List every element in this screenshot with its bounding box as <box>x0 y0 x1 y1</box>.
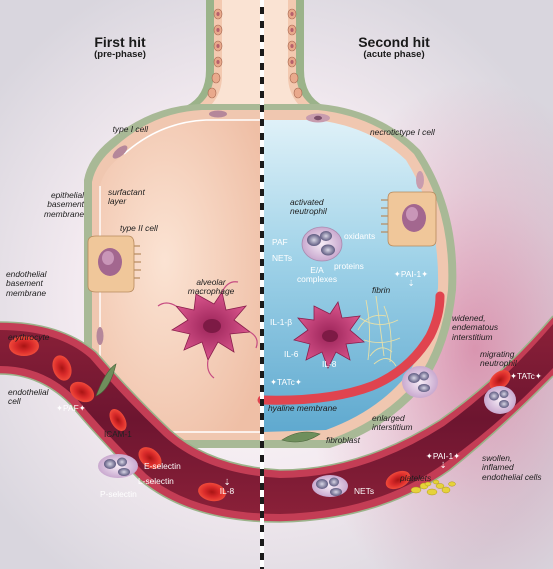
label-l-selectin: L-selectin <box>138 476 174 486</box>
label-epithelial-bm-line2: basement <box>47 199 84 210</box>
label-activated-neutrophil: activated neutrophil <box>290 197 327 217</box>
label-paf-right: PAF <box>272 237 288 247</box>
label-p-selectin: P-selectin <box>100 489 137 499</box>
label-epithelial-bm: epithelial basement membrane <box>10 190 84 219</box>
label-surfactant: surfactant layer <box>108 187 145 207</box>
type2-cell-right <box>381 191 437 247</box>
fibrin-threads <box>357 295 401 367</box>
first-hit-header: First hit (pre-phase) <box>70 34 170 61</box>
label-activated-neutrophil-line2: neutrophil <box>290 206 327 217</box>
macrophage-right <box>293 301 365 369</box>
label-il6: IL-6 <box>284 349 299 359</box>
first-hit-phase: (pre-phase) <box>94 49 146 61</box>
vessel-neutrophils <box>98 366 516 497</box>
type2-cell-left <box>87 235 141 293</box>
label-oxidants: oxidants <box>344 231 376 241</box>
erythrocytes <box>9 336 511 502</box>
label-endothelial-bm-line3: membrane <box>6 287 47 298</box>
hyaline-membrane <box>257 291 445 405</box>
label-tatc-vessel: ✦TATc✦ <box>510 371 542 381</box>
label-proteins: proteins <box>334 261 364 271</box>
label-endothelial-bm: endothelial basement membrane <box>6 269 47 298</box>
label-alveolar-macrophage: alveolar macrophage <box>178 277 244 297</box>
label-endothelial-cell-line2: cell <box>8 396 21 407</box>
label-enlarged-interstitium: enlarged interstitium <box>372 413 413 433</box>
label-pai1-alveolus-text: PAI-1 <box>400 269 422 279</box>
label-pai1-vessel-text: PAI-1 <box>432 451 454 461</box>
fibroblast <box>95 363 321 443</box>
label-e-selectin: E-selectin <box>144 461 181 471</box>
label-necrotic-type1-cell: necrotictype I cell <box>370 127 435 137</box>
label-platelets: platelets <box>400 473 432 483</box>
label-surfactant-line1: surfactant <box>108 187 145 197</box>
label-paf-left-text: PAF <box>63 403 79 413</box>
label-fibroblast: fibroblast <box>326 435 360 445</box>
label-nets-vessel: NETs <box>354 486 375 496</box>
label-swollen-line3: endothelial cells <box>482 471 542 482</box>
label-ea-complexes-line2: complexes <box>296 274 338 285</box>
label-epithelial-bm-line3: membrane <box>43 208 84 219</box>
label-epithelial-bm-line1: epithelial <box>50 190 84 200</box>
airway-tube <box>186 0 324 106</box>
label-widened-line3: interstitium <box>452 331 493 342</box>
label-enlarged-line1: enlarged <box>372 413 405 423</box>
label-il1: IL-1-β <box>270 317 293 327</box>
label-tatc-alveolus-text: TATc <box>277 377 295 387</box>
label-ea-complexes-line1: E/A <box>310 265 324 275</box>
platelets <box>410 479 456 496</box>
alveolar-macrophage <box>157 281 258 379</box>
label-enlarged-line2: interstitium <box>372 422 413 433</box>
label-surfactant-line2: layer <box>108 196 127 207</box>
label-migrating-line2: neutrophil <box>480 358 517 369</box>
label-icam1: ICAM-1 <box>104 430 132 439</box>
second-hit-header: Second hit (acute phase) <box>344 34 444 61</box>
label-type1-cell: type I cell <box>112 124 148 134</box>
label-erythrocyte: erythrocyte <box>8 332 50 342</box>
label-widened-line2: endematous <box>452 322 499 333</box>
label-widened-line1: widened, <box>452 313 486 323</box>
label-swollen-line2: inflamed <box>482 462 514 473</box>
second-hit-title: Second hit <box>358 34 430 50</box>
label-paf-left: ✦PAF✦ <box>56 403 86 413</box>
label-endothelial-bm-line2: basement <box>6 278 43 289</box>
label-alveolar-macrophage-line1: alveolar <box>196 277 226 287</box>
first-hit-title: First hit <box>94 34 146 50</box>
label-ea-complexes: E/A complexes <box>292 265 342 285</box>
surfactant-layer-line <box>123 119 262 155</box>
alveolus-lumen-left <box>100 120 262 432</box>
label-hyaline-membrane: hyaline membrane <box>268 403 337 413</box>
label-tatc-vessel-text: TATc <box>517 371 535 381</box>
label-endothelial-cell-line1: endothelial <box>8 387 49 397</box>
type1-cells-left <box>96 110 227 345</box>
label-il8-left-text: IL-8 <box>219 486 235 497</box>
label-endothelial-cell: endothelial cell <box>8 387 49 407</box>
label-swollen-endothelial: swollen, inflamed endothelial cells <box>482 453 542 482</box>
activated-neutrophil <box>301 226 343 262</box>
label-nets-alveolus: NETs <box>272 253 293 263</box>
label-alveolar-macrophage-line2: macrophage <box>187 286 235 297</box>
second-hit-phase: (acute phase) <box>363 49 425 61</box>
label-activated-neutrophil-line1: activated <box>290 197 324 207</box>
label-type2-cell: type II cell <box>120 223 158 233</box>
label-migrating-line1: migrating <box>480 349 515 359</box>
label-swollen-line1: swollen, <box>482 453 513 463</box>
label-migrating-neutrophil: migrating neutrophil <box>480 349 517 369</box>
label-endothelial-bm-line1: endothelial <box>6 269 47 279</box>
label-il8-right: IL-8 <box>322 359 337 369</box>
capillary-vessel <box>0 315 553 523</box>
label-tatc-alveolus: ✦TATc✦ <box>270 377 302 387</box>
label-widened-interstitium: widened, endematous interstitium <box>452 313 499 342</box>
necrotic-type1-cells <box>306 113 424 189</box>
label-il8-left: ⇣IL-8 <box>219 477 235 497</box>
label-pai1-alveolus: ✦PAI-1✦⇣ <box>393 269 429 289</box>
label-fibrin: fibrin <box>372 285 391 295</box>
label-pai1-vessel: ✦PAI-1✦⇣ <box>425 451 461 471</box>
